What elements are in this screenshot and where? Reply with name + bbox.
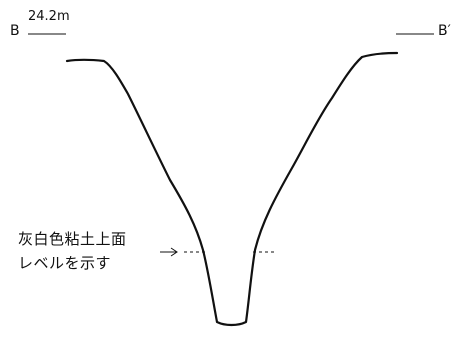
annotation-line-1: 灰白色粘土上面 xyxy=(18,230,127,248)
annotation-arrow-head xyxy=(170,247,178,257)
elevation-label: 24.2m xyxy=(28,9,70,24)
section-end-label: B′ xyxy=(438,23,451,39)
ditch-profile-outline xyxy=(65,51,399,327)
section-start-label: B xyxy=(10,23,20,39)
annotation-line-2: レベルを示す xyxy=(18,254,112,272)
